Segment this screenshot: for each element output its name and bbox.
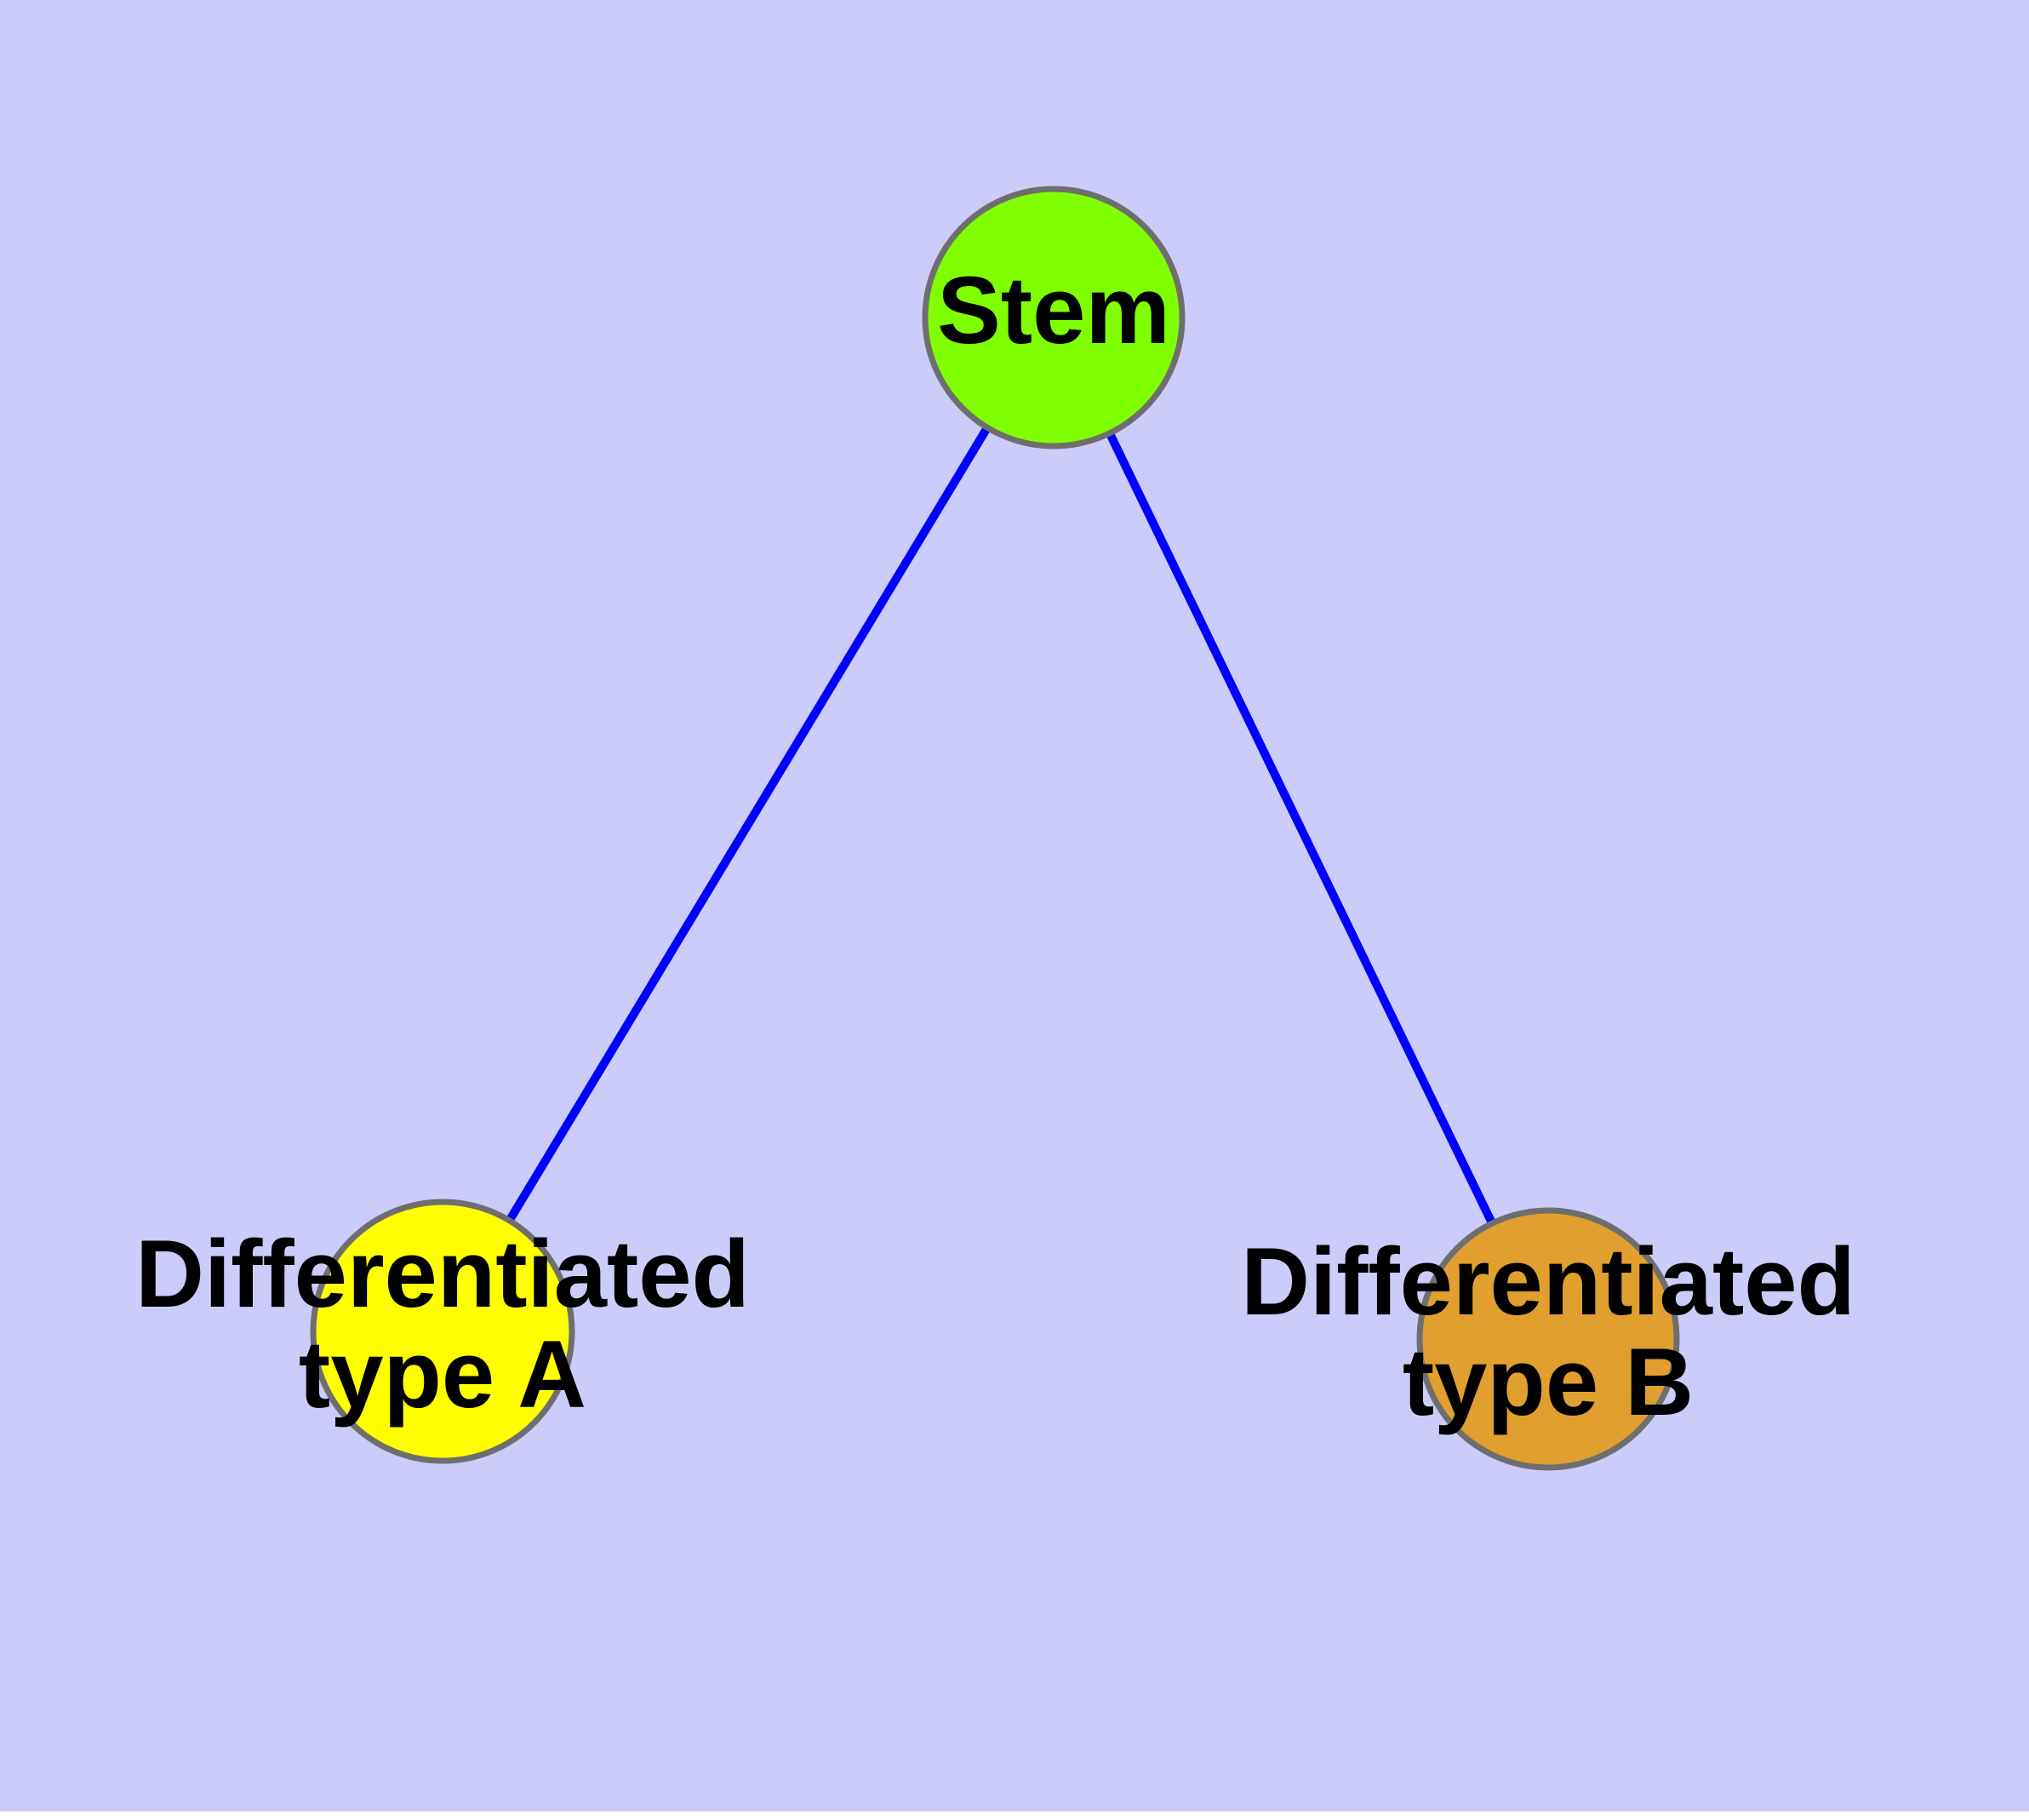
- node-label-stem: Stem: [937, 257, 1170, 363]
- graph-node-stem[interactable]: [922, 186, 1186, 449]
- node-label-line: Differentiated: [135, 1221, 750, 1327]
- graph-node-diff_b[interactable]: [1416, 1207, 1680, 1471]
- graph-node-diff_a[interactable]: [310, 1199, 575, 1464]
- edges-layer: [438, 315, 1552, 1342]
- node-label-line: type A: [299, 1321, 586, 1428]
- nodes-layer: [310, 186, 1680, 1471]
- graph-edge[interactable]: [438, 315, 1058, 1334]
- node-label-line: Differentiated: [1241, 1228, 1855, 1335]
- graph-edge[interactable]: [1049, 315, 1552, 1342]
- node-label-line: Stem: [937, 257, 1170, 363]
- node-label-line: type B: [1403, 1329, 1694, 1435]
